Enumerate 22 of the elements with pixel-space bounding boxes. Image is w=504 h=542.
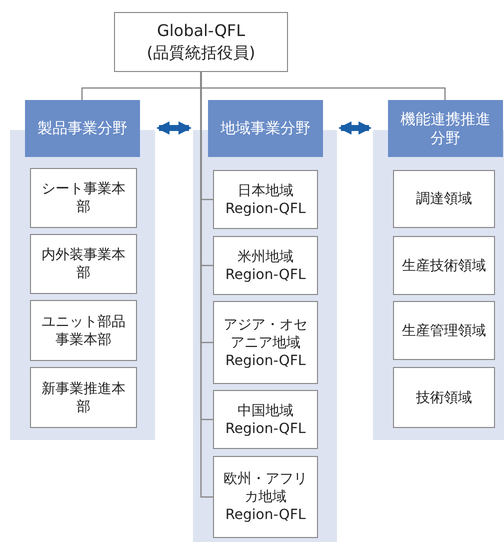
org-box: 内外装事業本部 bbox=[30, 234, 137, 294]
org-box: 日本地域 Region-QFL bbox=[213, 170, 318, 229]
org-box: 技術領域 bbox=[393, 367, 495, 428]
section-panel bbox=[373, 100, 504, 440]
double-arrow bbox=[156, 121, 192, 135]
section-panel bbox=[10, 100, 155, 440]
org-box: アジア・オセアニア地域 Region-QFL bbox=[213, 301, 318, 384]
org-box: 生産管理領域 bbox=[393, 301, 495, 360]
org-box: 中国地域 Region-QFL bbox=[213, 390, 318, 449]
section-header: 機能連携推進分野 bbox=[388, 100, 503, 157]
org-box: 米州地域 Region-QFL bbox=[213, 236, 318, 295]
org-box: シート事業本部 bbox=[30, 168, 137, 228]
org-box: 欧州・アフリカ地域 Region-QFL bbox=[213, 456, 318, 538]
section-panel bbox=[193, 100, 337, 542]
org-box: 調達領域 bbox=[393, 170, 495, 228]
org-box: ユニット部品事業本部 bbox=[30, 300, 137, 361]
org-box: 生産技術領域 bbox=[393, 236, 495, 295]
org-box: Global-QFL (品質統括役員) bbox=[114, 12, 288, 72]
org-box: 新事業推進本部 bbox=[30, 367, 137, 428]
double-arrow bbox=[338, 121, 372, 135]
section-header: 製品事業分野 bbox=[25, 100, 140, 157]
section-header: 地域事業分野 bbox=[208, 100, 323, 157]
